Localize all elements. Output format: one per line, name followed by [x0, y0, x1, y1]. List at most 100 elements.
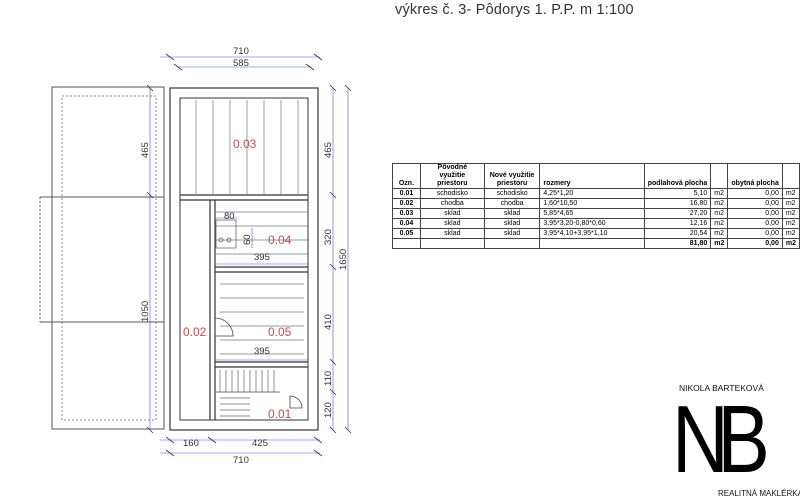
brand-name: NIKOLA BARTEKOVÁ: [679, 383, 764, 393]
th-unit2: [781, 163, 800, 189]
cell: 0,00: [727, 228, 783, 239]
table-row: 0.05 sklad sklad 3,95*4,10+3,95*1,10 20,…: [392, 228, 800, 239]
room-label-001: 0.01: [268, 407, 292, 421]
th-podlahova: podlahová plocha: [643, 163, 712, 189]
cell: 0,00: [727, 198, 783, 209]
cell: m2: [781, 238, 800, 249]
brand-logo: NB: [672, 386, 770, 493]
cell: sklad: [483, 228, 541, 239]
cell: m2: [710, 208, 729, 219]
table-row: 0.03 sklad sklad 5,85*4,65 27,20 m2 0,00…: [392, 208, 800, 219]
cell: 27,20: [643, 208, 712, 219]
room-label-004: 0.04: [268, 233, 292, 247]
cell: 16,80: [643, 198, 712, 209]
dimension-lines: [149, 56, 349, 454]
room-004-hatch: [215, 211, 308, 255]
stairs-001: [216, 370, 280, 417]
room-table: Ozn. Pôvodné využitie priestoru Nové vyu…: [392, 163, 800, 249]
dim-inner-395-a: 395: [254, 252, 270, 263]
dim-top-710: 710: [233, 46, 249, 57]
cell: 0,00: [727, 188, 783, 199]
dim-bottom-710: 710: [233, 455, 249, 466]
dim-inner-80: 80: [224, 211, 235, 222]
doors: [214, 317, 303, 409]
left-wing: [39, 86, 165, 430]
brand-subtitle: REALITNÁ MAKLÉRKA: [718, 489, 800, 498]
cell: 5,10: [643, 188, 712, 199]
dim-bottom-160: 160: [183, 438, 199, 449]
cell: chodba: [419, 198, 485, 209]
cell: 0.01: [392, 188, 421, 199]
room-label-002: 0.02: [183, 325, 207, 339]
cell: 0,00: [727, 218, 783, 229]
cell: 0,00: [727, 208, 783, 219]
room-label-005: 0.05: [268, 325, 292, 339]
cell: 1,60*10,50: [539, 198, 645, 209]
cell: 0.04: [392, 218, 421, 229]
room-label-003: 0.03: [233, 137, 257, 151]
dim-right-410: 410: [323, 314, 334, 330]
table-row: 0.01 schodisko schodisko 4,25*1,20 5,10 …: [392, 188, 800, 199]
table-header-row: Ozn. Pôvodné využitie priestoru Nové vyu…: [392, 163, 800, 189]
dim-right-465: 465: [323, 142, 334, 158]
drawing-title: výkres č. 3- Pôdorys 1. P.P. m 1:100: [395, 2, 634, 18]
dim-inner-60: 60: [242, 234, 253, 245]
cell: sklad: [419, 208, 485, 219]
dim-top-585: 585: [233, 58, 249, 69]
total-living-area: 0,00: [727, 238, 783, 249]
dimension-ticks: [146, 53, 352, 457]
dim-left-1050: 1050: [140, 301, 151, 322]
cell: 3,95*3,20-0,80*0,60: [539, 218, 645, 229]
table-total-row: 81,80 m2 0,00 m2: [392, 238, 800, 249]
table-row: 0.04 sklad sklad 3,95*3,20-0,80*0,60 12,…: [392, 218, 800, 229]
cell: sklad: [483, 208, 541, 219]
cell: schodisko: [483, 188, 541, 199]
cell: [392, 238, 421, 249]
cell: 12,16: [643, 218, 712, 229]
cell: m2: [781, 198, 800, 209]
dim-right-320: 320: [323, 229, 334, 245]
room-003-hatch: [195, 100, 299, 194]
th-ozn: Ozn.: [392, 163, 421, 189]
cell: sklad: [483, 218, 541, 229]
room-005-hatch: [220, 283, 304, 355]
cell: chodba: [483, 198, 541, 209]
cell: 0.05: [392, 228, 421, 239]
cell: m2: [781, 218, 800, 229]
cell: m2: [710, 198, 729, 209]
dim-right-1650: 1650: [338, 249, 349, 270]
cell: [419, 238, 485, 249]
main-walls: [169, 87, 319, 431]
dim-right-120: 120: [323, 402, 334, 418]
cell: m2: [781, 208, 800, 219]
cell: 3,95*4,10+3,95*1,10: [539, 228, 645, 239]
cell: 5,85*4,65: [539, 208, 645, 219]
th-obytna: obytná plocha: [727, 163, 783, 189]
cell: m2: [710, 218, 729, 229]
cell: [539, 238, 645, 249]
table-row: 0.02 chodba chodba 1,60*10,50 16,80 m2 0…: [392, 198, 800, 209]
cell: m2: [781, 228, 800, 239]
th-rozmery: rozmery: [539, 163, 645, 189]
cell: sklad: [419, 218, 485, 229]
dim-inner-395-b: 395: [254, 346, 270, 357]
th-povodne: Pôvodné využitie priestoru: [419, 163, 485, 189]
dim-bottom-425: 425: [252, 438, 268, 449]
cell: [483, 238, 541, 249]
cell: 0.03: [392, 208, 421, 219]
cell: m2: [710, 228, 729, 239]
cell: m2: [781, 188, 800, 199]
cell: schodisko: [419, 188, 485, 199]
dim-right-110: 110: [323, 371, 334, 386]
cell: sklad: [419, 228, 485, 239]
cell: 4,25*1,20: [539, 188, 645, 199]
cell: m2: [710, 238, 729, 249]
th-unit1: [710, 163, 729, 189]
cell: 0.02: [392, 198, 421, 209]
cell: m2: [710, 188, 729, 199]
dim-left-465: 465: [140, 142, 151, 158]
th-nove: Nové využitie priestoru: [483, 163, 541, 189]
cell: 20,54: [643, 228, 712, 239]
total-floor-area: 81,80: [643, 238, 712, 249]
